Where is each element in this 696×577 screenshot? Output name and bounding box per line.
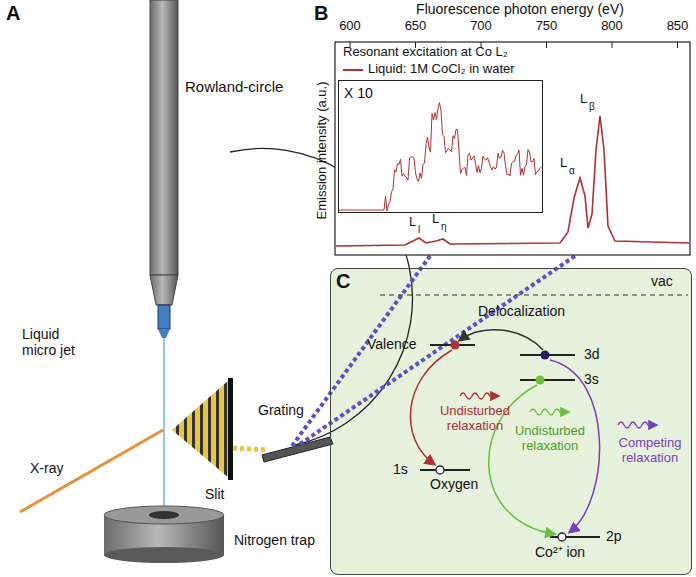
cone <box>150 275 178 305</box>
part-name: Grating <box>258 402 304 418</box>
spectrum <box>336 116 689 246</box>
magnification-label: X 10 <box>344 85 373 101</box>
panel-letter: B <box>314 2 328 25</box>
level-label: 3d <box>584 346 600 362</box>
peak-subscript: η <box>441 221 447 233</box>
trap-top <box>104 506 224 524</box>
process-label: Undisturbed relaxation <box>435 404 515 434</box>
panel-ground <box>330 268 692 575</box>
inset-ground <box>338 80 543 213</box>
tick-label: 650 <box>405 19 427 34</box>
peak-label: L <box>580 92 587 107</box>
tick-label: 800 <box>601 19 623 34</box>
inset-box: X 10 <box>338 80 543 213</box>
delocalization-arrow <box>460 330 543 350</box>
peak-subscript: l <box>418 224 420 236</box>
dispersed-beam <box>300 256 575 444</box>
photon-wiggle <box>618 422 656 428</box>
part-name: X-ray <box>30 460 63 476</box>
level-label: 3s <box>584 371 599 387</box>
axis-title: Emission intensity (a.u.) <box>315 81 330 219</box>
part-name: Nitrogen trap <box>234 532 315 548</box>
liquid-jet <box>163 338 165 516</box>
level-label: 2p <box>606 528 622 544</box>
beam <box>233 448 268 450</box>
emission-cone <box>172 380 229 478</box>
tick-label: 700 <box>470 19 492 34</box>
tick-label: 850 <box>667 19 689 34</box>
plot-note: Resonant excitation at Co L₂ <box>343 45 508 60</box>
panel-letter: C <box>336 270 350 293</box>
vacuum-level <box>380 295 688 296</box>
level-label: 1s <box>393 461 408 477</box>
atom-label: Co²⁺ ion <box>535 544 585 560</box>
process-label: Delocalization <box>478 303 565 319</box>
level-1s <box>420 469 470 471</box>
atom-label: Oxygen <box>430 476 478 492</box>
x-ray-beam <box>20 430 163 512</box>
peak-label: L <box>432 212 439 227</box>
part-name: Rowland-circle <box>185 78 283 95</box>
nozzle-tip <box>158 329 170 338</box>
inset-spectrum <box>339 103 542 211</box>
legend-line <box>343 69 363 71</box>
peak-subscript: α <box>569 165 575 177</box>
nozzle <box>158 305 170 329</box>
core-hole <box>436 466 444 474</box>
plot-frame <box>335 42 690 255</box>
electron <box>536 376 545 385</box>
photon-wiggle <box>460 393 498 399</box>
level-label: vac <box>651 273 673 289</box>
peak-label: L <box>560 156 567 171</box>
axis-title: Fluorescence photon energy (eV) <box>416 1 624 17</box>
panel-letter: A <box>6 2 20 25</box>
legend-text: Liquid: 1M CoCl₂ in water <box>368 62 515 77</box>
core-hole <box>558 533 566 541</box>
process-label: Undisturbed relaxation <box>511 424 589 454</box>
trap-bottom <box>104 547 224 563</box>
trap-hole <box>149 511 179 519</box>
level-3s <box>520 379 575 381</box>
level-label: Valence <box>367 336 417 352</box>
slit <box>228 378 233 480</box>
photon-wiggle <box>530 409 568 415</box>
electron <box>541 351 550 360</box>
process-label: Competing relaxation <box>614 436 686 466</box>
part-name: Slit <box>205 486 224 502</box>
peak-label: L <box>409 215 416 230</box>
tick-label: 600 <box>339 19 361 34</box>
dispersed-beam <box>292 256 430 446</box>
part-name: Liquid micro jet <box>22 326 92 358</box>
peak-subscript: β <box>589 101 595 113</box>
jet-holder <box>150 0 178 275</box>
electron <box>451 341 460 350</box>
tick-label: 750 <box>536 19 558 34</box>
